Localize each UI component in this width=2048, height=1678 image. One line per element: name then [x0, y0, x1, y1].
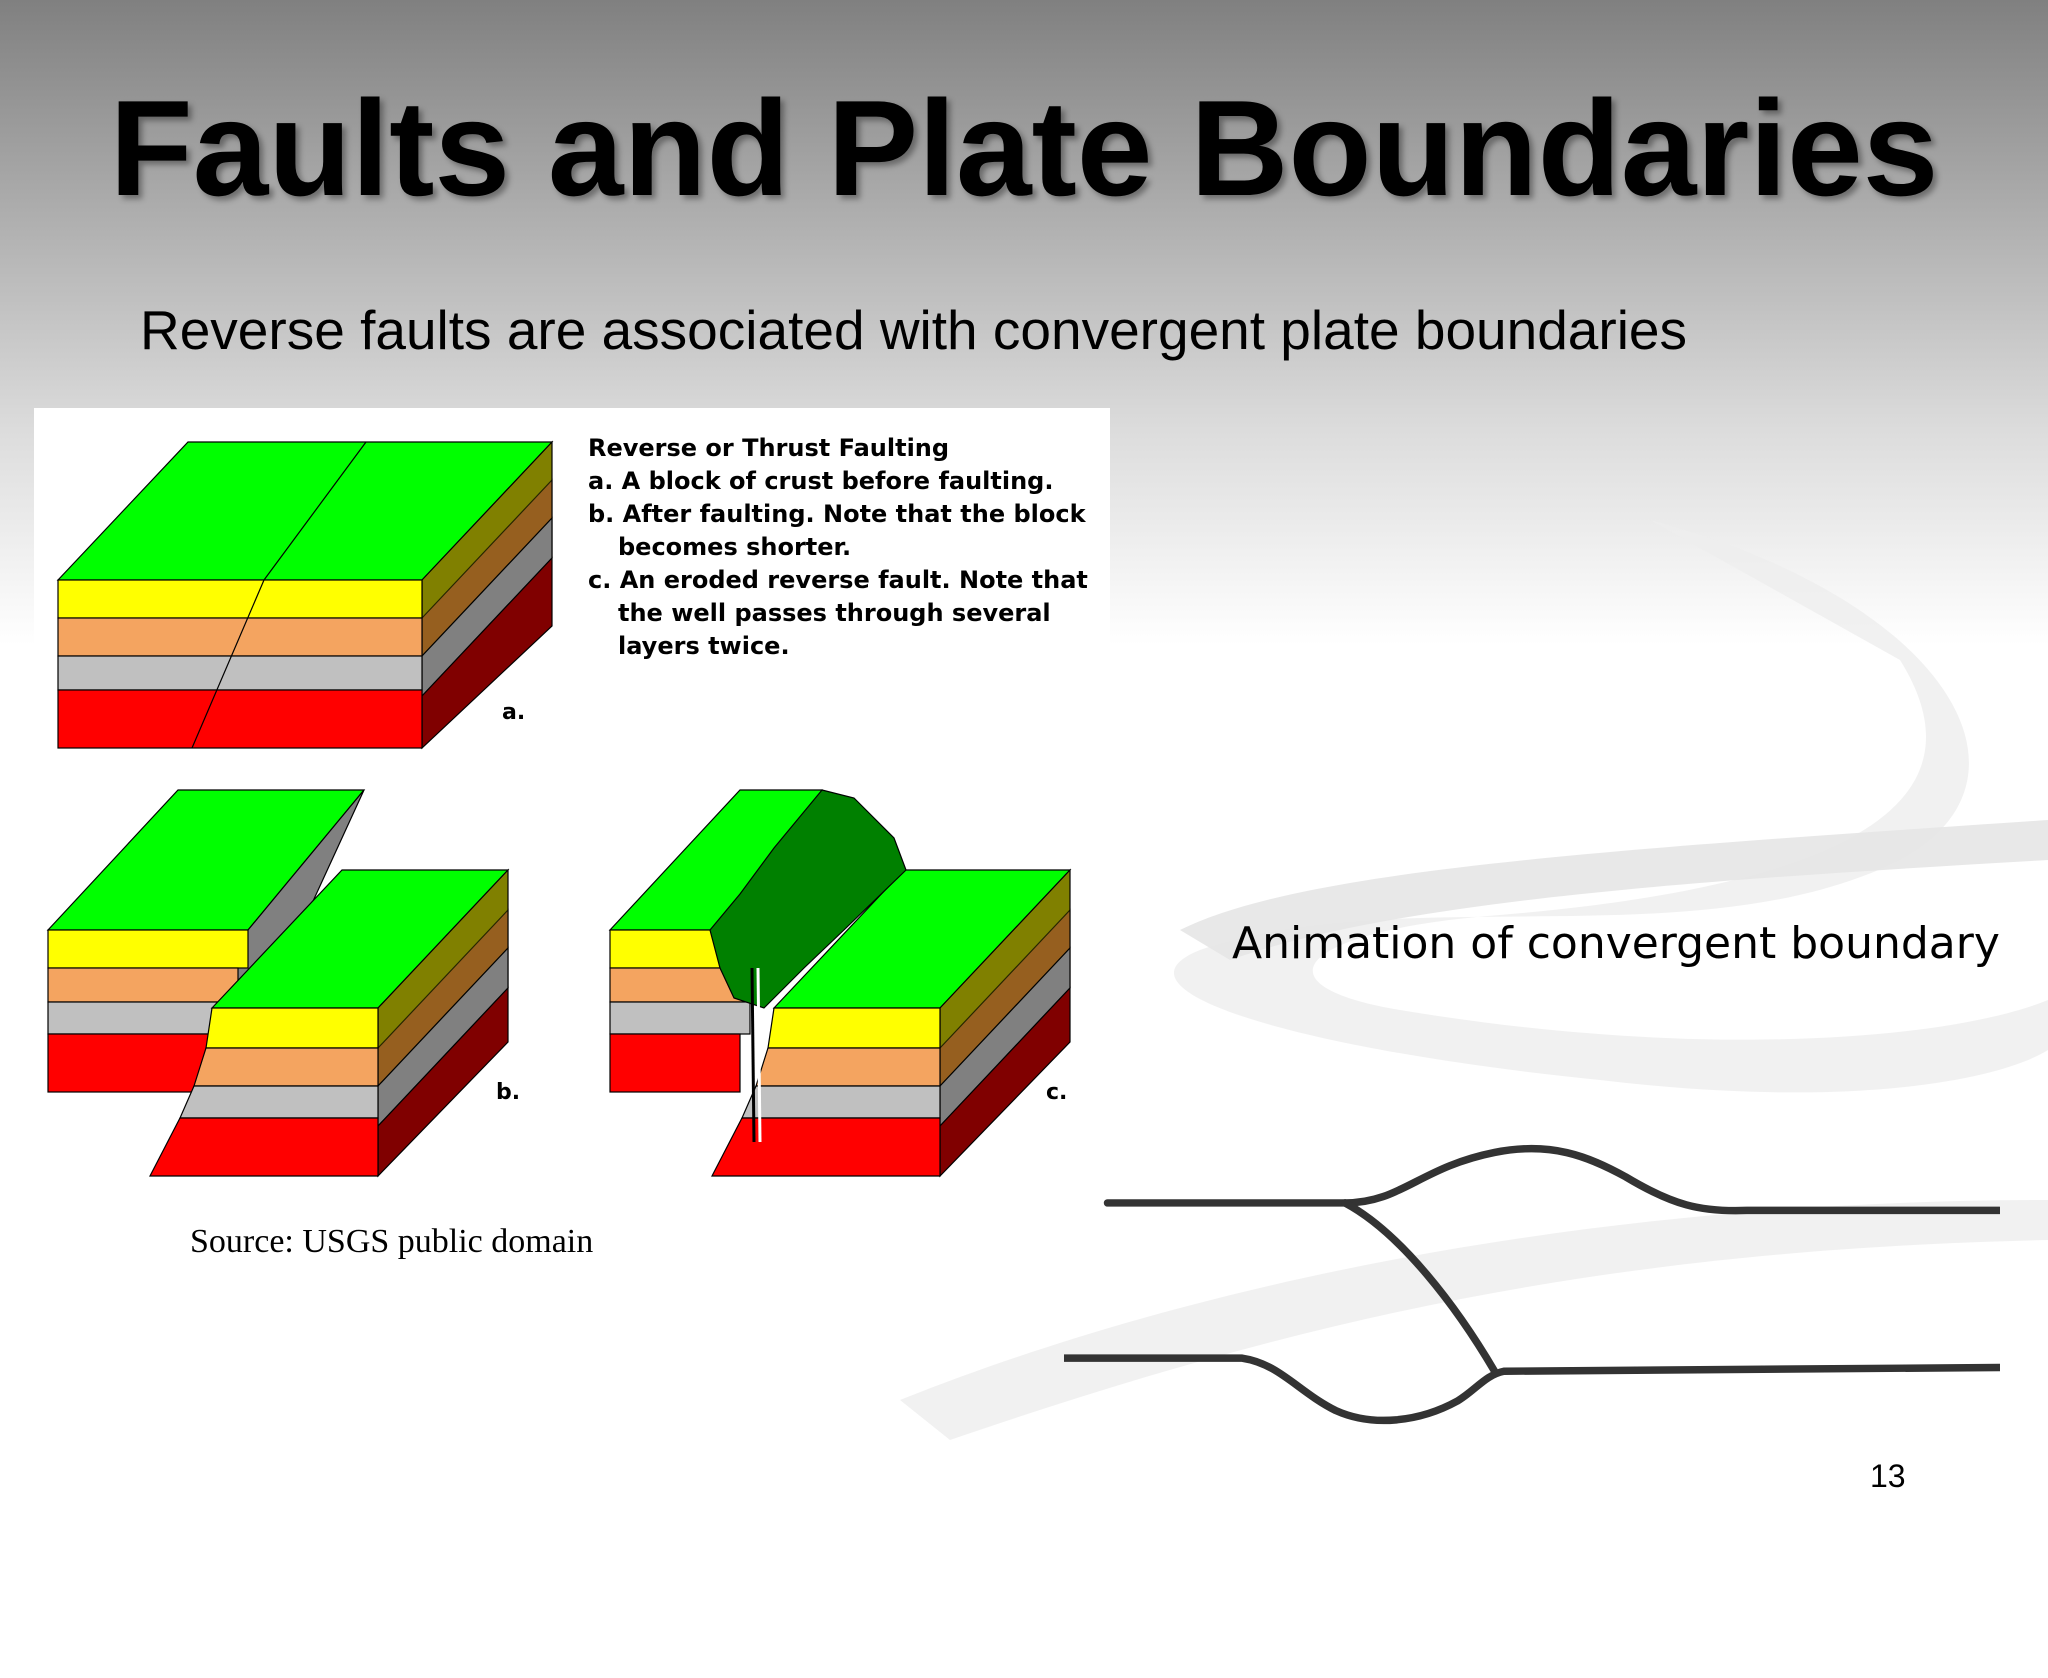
panel-label-b: b.: [496, 1080, 521, 1105]
slide-subtitle: Reverse faults are associated with conve…: [140, 299, 1688, 361]
animation-label: Animation of convergent boundary: [1232, 918, 2000, 969]
source-credit: Source: USGS public domain: [190, 1223, 594, 1260]
figure-caption: Reverse or Thrust Faulting a. A block of…: [588, 432, 1088, 663]
slide-title: Faults and Plate Boundaries: [109, 72, 1939, 224]
panel-label-c: c.: [1046, 1080, 1068, 1105]
reverse-fault-diagram: [34, 408, 1110, 1278]
caption-line: c. An eroded reverse fault. Note that: [588, 566, 1088, 594]
caption-line: the well passes through several: [618, 599, 1051, 627]
panel-label-a: a.: [502, 700, 526, 725]
caption-line: Reverse or Thrust Faulting: [588, 434, 950, 462]
caption-line: layers twice.: [618, 632, 790, 660]
caption-line: becomes shorter.: [618, 533, 852, 561]
convergent-boundary-animation[interactable]: [1064, 1130, 2000, 1504]
panel-a-block: [56, 440, 554, 750]
caption-line: b. After faulting. Note that the block: [588, 500, 1086, 528]
page-number: 13: [1870, 1458, 1906, 1494]
panel-c-block: [608, 789, 1072, 1178]
caption-line: a. A block of crust before faulting.: [588, 467, 1054, 495]
panel-b-block: [46, 789, 510, 1178]
